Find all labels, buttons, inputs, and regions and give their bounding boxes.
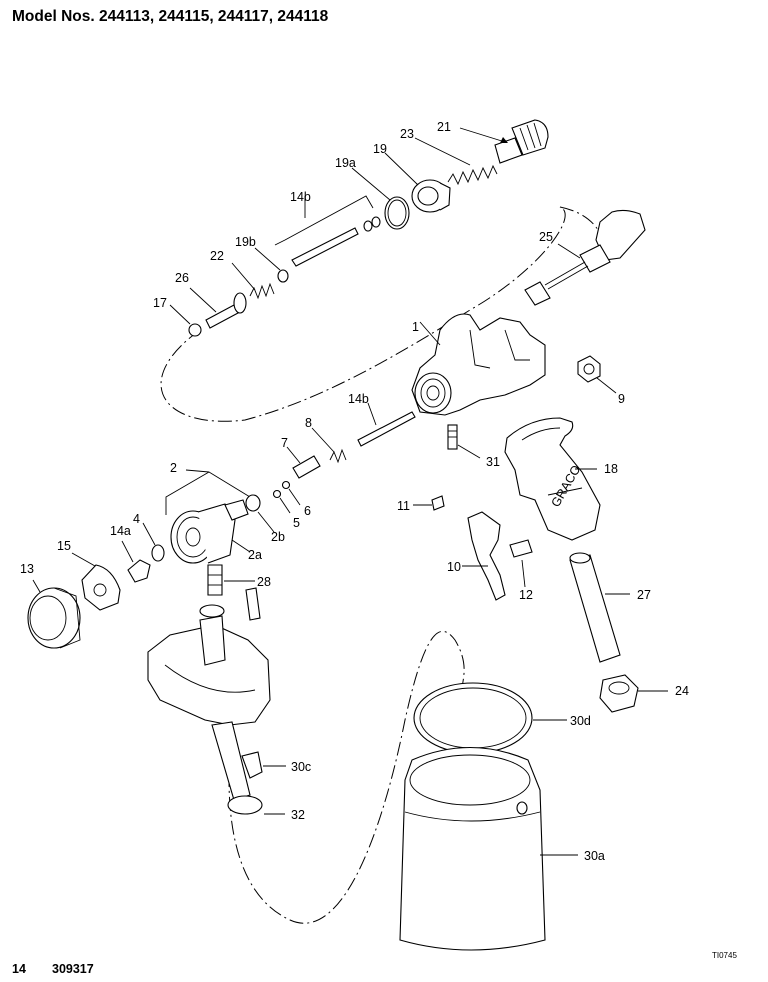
callout-14a: 14a (110, 524, 131, 538)
callout-27: 27 (637, 588, 651, 602)
part-14b-needle-middle (357, 402, 416, 447)
callout-19: 19 (373, 142, 387, 156)
callout-13: 13 (20, 562, 34, 576)
callout-24: 24 (675, 684, 689, 698)
callout-1: 1 (412, 320, 419, 334)
part-23-spring (414, 137, 498, 186)
callout-30a: 30a (584, 849, 605, 863)
part-21-adjusting-knob (459, 119, 549, 164)
part-7-pin (286, 446, 321, 479)
part-19a-gasket (351, 167, 410, 230)
callout-2: 2 (170, 461, 177, 475)
part-30a-cup (399, 746, 578, 951)
callout-31: 31 (486, 455, 500, 469)
callout-11: 11 (397, 499, 410, 513)
callout-19a: 19a (335, 156, 356, 170)
part-14a-tip (121, 540, 151, 583)
part-19b-o-ring (254, 247, 289, 283)
part-26-fluid-needle (189, 287, 247, 329)
callout-18: 18 (604, 462, 618, 476)
part-25-air-valve (524, 209, 646, 306)
part-5-ball (272, 489, 291, 514)
page-title: Model Nos. 244113, 244115, 244117, 24411… (12, 8, 329, 25)
part-12-pin (509, 539, 533, 588)
part-22-spring (231, 262, 275, 300)
callout-15: 15 (57, 539, 71, 553)
callout-9: 9 (618, 392, 625, 406)
part-2b-o-ring (245, 494, 275, 533)
part-13-retaining-ring (27, 579, 81, 649)
callout-2b: 2b (271, 530, 285, 544)
part-6-ball (281, 480, 301, 506)
callout-32: 32 (291, 808, 305, 822)
callout-10: 10 (447, 560, 461, 574)
callout-19b: 19b (235, 235, 256, 249)
callout-17: 17 (153, 296, 167, 310)
callout-30d: 30d (570, 714, 591, 728)
part-19-nut (384, 152, 451, 213)
callout-30c: 30c (291, 760, 311, 774)
part-cup-lid-assembly (147, 604, 271, 815)
part-18-handle: GRACO (504, 417, 601, 541)
assembly-path-lower (228, 630, 465, 924)
callout-2a: 2a (248, 548, 262, 562)
callout-14b-mid: 14b (348, 392, 369, 406)
part-30c-valve (241, 751, 286, 779)
page-number: 14 (12, 962, 26, 976)
part-10-trigger (462, 511, 506, 601)
part-17-nut (169, 304, 202, 337)
part-15-air-cap (71, 552, 121, 611)
callout-5: 5 (293, 516, 300, 530)
part-14b-needle-upper (274, 195, 381, 267)
callout-8: 8 (305, 416, 312, 430)
assembly-path-upper (160, 206, 566, 422)
figure-id: TI0745 (712, 951, 737, 960)
part-30d-cup-gasket (413, 682, 567, 754)
callout-23: 23 (400, 127, 414, 141)
callout-14b-top: 14b (290, 190, 311, 204)
part-27-fluid-tube (569, 552, 630, 663)
part-4-gasket (142, 522, 165, 562)
callout-25: 25 (539, 230, 553, 244)
callout-21: 21 (437, 120, 451, 134)
part-11-screw (413, 495, 445, 511)
part-28-fitting (207, 564, 261, 621)
callout-4: 4 (133, 512, 140, 526)
callout-26: 26 (175, 271, 189, 285)
part-1-gun-body (411, 313, 546, 416)
part-9-nut (577, 355, 617, 394)
callout-28: 28 (257, 575, 271, 589)
part-2-nozzle (165, 469, 251, 564)
part-8-spring (311, 427, 347, 464)
part-24-nut (599, 674, 668, 713)
callout-22: 22 (210, 249, 224, 263)
callout-7: 7 (281, 436, 288, 450)
document-number: 309317 (52, 962, 94, 976)
callout-6: 6 (304, 504, 311, 518)
part-31-fitting (447, 424, 481, 459)
callout-12: 12 (519, 588, 533, 602)
